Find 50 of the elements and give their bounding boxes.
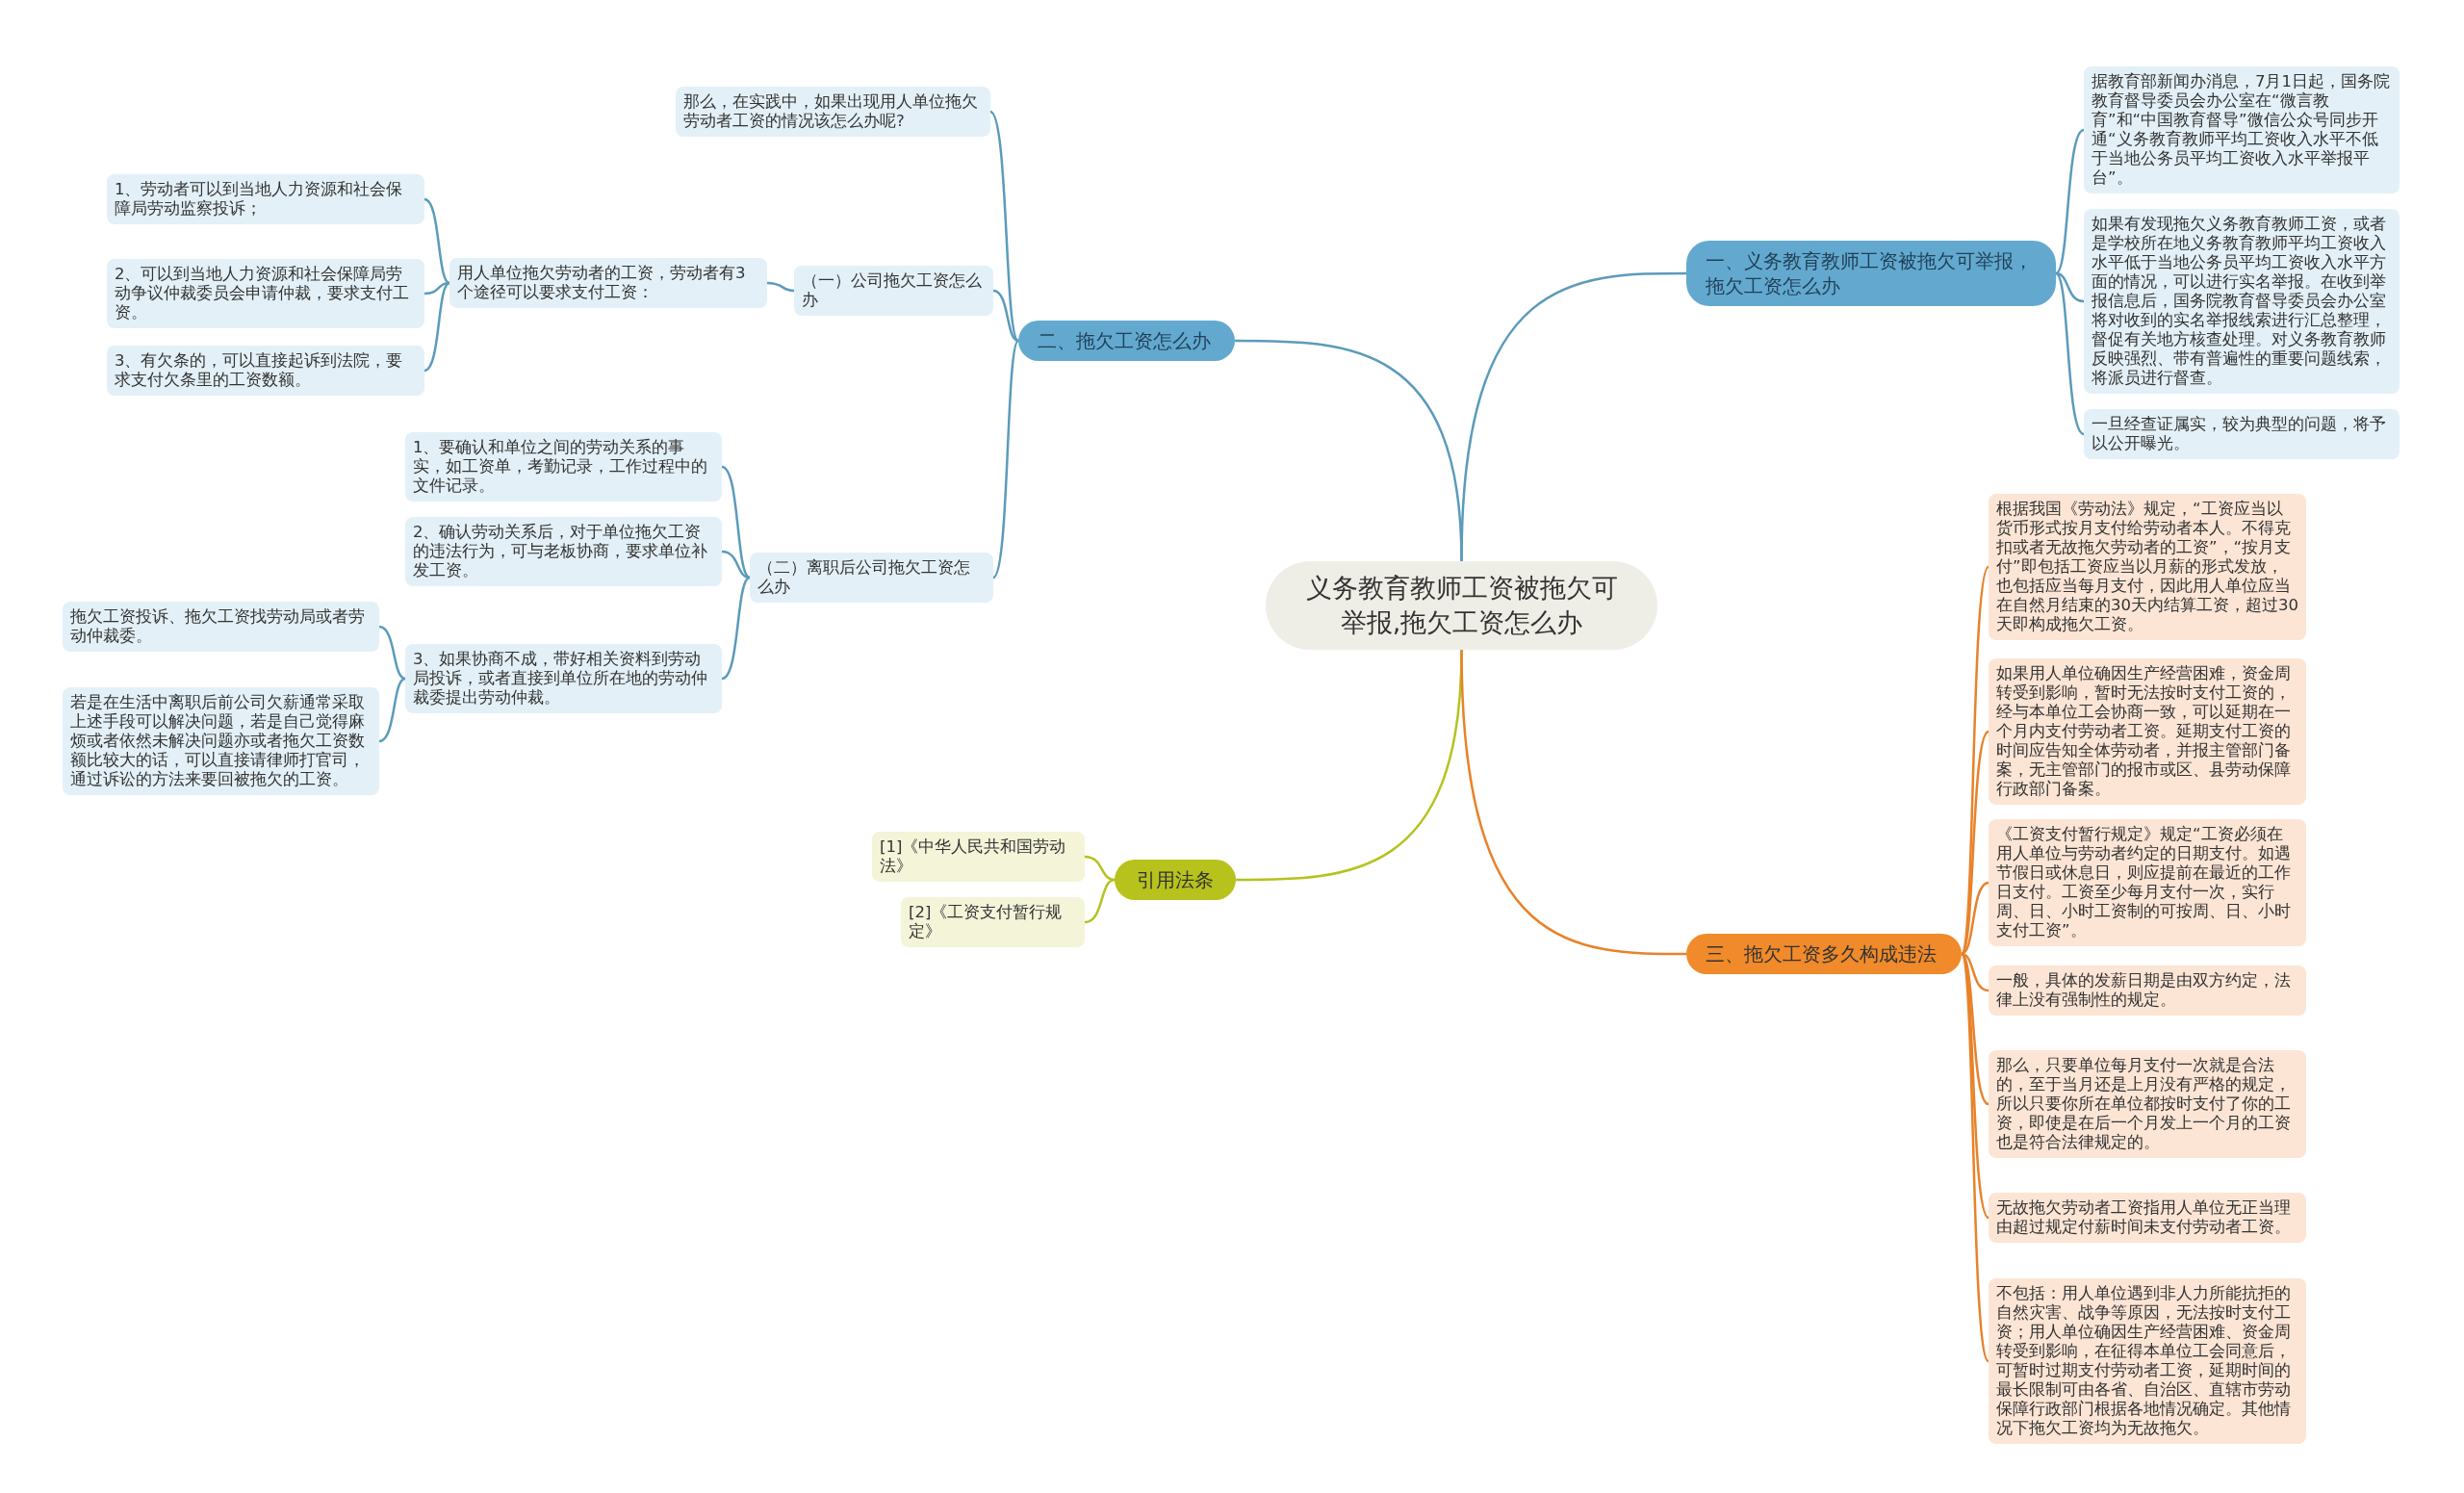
text-box: [2]《工资支付暂行规定》: [901, 897, 1085, 947]
connector-line: [424, 197, 450, 285]
text-box: 1、劳动者可以到当地人力资源和社会保障局劳动监察投诉；: [107, 174, 424, 224]
connector-line: [1960, 953, 1990, 1362]
text-box: 如果用人单位确因生产经营困难，资金周转受到影响，暂时无法按时支付工资的，经与本单位工会协商一致，可以延期在一个月内支付劳动者工资。延期支付工资的时间应告知全体劳动者，并报主管部门备案，无主管部门的报市或区、县劳动保障行政部门备案。: [1989, 658, 2306, 805]
branch-topic: 引用法条: [1115, 860, 1236, 900]
connector-line: [721, 576, 751, 681]
connector-line: [992, 340, 1020, 579]
text-box: 一般，具体的发薪日期是由双方约定，法律上没有强制性的规定。: [1989, 965, 2306, 1016]
connector-line: [2055, 271, 2085, 303]
connector-line: [989, 111, 1020, 342]
branch-topic: 二、拖欠工资怎么办: [1018, 321, 1235, 361]
connector-line: [1084, 878, 1116, 924]
connector-line: [1235, 339, 1463, 562]
text-box: 那么，只要单位每月支付一次就是合法的，至于当月还是上月没有严格的规定，所以只要你所在单位都按时支付了你的工资，即使是在后一个月发上一个月的工资也是符合法律规定的。: [1989, 1050, 2306, 1158]
text-box: 根据我国《劳动法》规定，“工资应当以货币形式按月支付给劳动者本人。不得克扣或者无故拖欠劳动者的工资”，“按月支付”即包括工资应当以月薪的形式发放，也包括应当每月支付，因此用人单位应当在自然月结束的30天内结算工资，超过30天即构成拖欠工资。: [1989, 494, 2306, 640]
text-box: 不包括：用人单位遇到非人力所能抗拒的自然灾害、战争等原因，无法按时支付工资；用人单位确因生产经营困难、资金周转受到影响，在征得本单位工会同意后，可暂时过期支付劳动者工资，延期时间的最长限制可由各省、自治区、直辖市劳动保障行政部门根据各地情况确定。其他情况下拖欠工资均为无故拖欠。: [1989, 1278, 2306, 1444]
connector-line: [1460, 649, 1686, 956]
text-box: （一）公司拖欠工资怎么办: [794, 266, 993, 316]
text-box: 如果有发现拖欠义务教育教师工资，或者是学校所在地义务教育教师平均工资收入水平低于当地公务员平均工资收入水平方面的情况，可以进行实名举报。在收到举报信息后，国务院教育督导委员会办公室将对收到的实名举报线索进行汇总整理，督促有关地方核查处理。对义务教育教师反映强烈、带有普遍性的重要问题线索，将派员进行督查。: [2084, 209, 2400, 394]
connector-line: [378, 625, 406, 681]
connector-line: [1084, 855, 1116, 882]
text-box: 据教育部新闻办消息，7月1日起，国务院教育督导委员会办公室在“微言教育”和“中国教育督导”微信公众号同步开通“义务教育教师平均工资收入水平不低于当地公务员平均工资收入水平举报平台”。: [2084, 66, 2400, 193]
text-box: （二）离职后公司拖欠工资怎么办: [750, 553, 993, 603]
connector-line: [992, 289, 1019, 343]
connector-line: [721, 550, 751, 579]
connector-line: [378, 677, 406, 743]
branch-topic: 三、拖欠工资多久构成违法: [1686, 934, 1962, 974]
text-box: 一旦经查证属实，较为典型的问题，将予以公开曝光。: [2084, 409, 2400, 459]
text-box: 拖欠工资投诉、拖欠工资找劳动局或者劳动仲裁委。: [63, 602, 379, 652]
text-box: 那么，在实践中，如果出现用人单位拖欠劳动者工资的情况该怎么办呢?: [676, 87, 990, 137]
branch-topic: 一、义务教育教师工资被拖欠可举报，拖欠工资怎么办: [1686, 241, 2056, 306]
text-box: 1、要确认和单位之间的劳动关系的事实，如工资单，考勤记录，工作过程中的文件记录。: [405, 432, 722, 502]
text-box: 3、如果协商不成，带好相关资料到劳动局投诉，或者直接到单位所在地的劳动仲裁委提出劳动仲裁。: [405, 644, 722, 713]
connector-line: [1961, 881, 1989, 956]
connector-line: [1961, 952, 1989, 992]
connector-line: [721, 465, 751, 579]
central-topic: 义务教育教师工资被拖欠可举报,拖欠工资怎么办: [1266, 561, 1657, 650]
text-box: 《工资支付暂行规定》规定“工资必须在用人单位与劳动者约定的日期支付。如遇节假日或休息日，则应提前在最近的工作日支付。工资至少每月支付一次，实行周、日、小时工资制的可按周、日、小时支付工资”。: [1989, 819, 2306, 946]
connector-line: [766, 281, 795, 293]
text-box: [1]《中华人民共和国劳动法》: [872, 832, 1085, 882]
connector-line: [424, 281, 450, 373]
text-box: 2、确认劳动关系后，对于单位拖欠工资的违法行为，可与老板协商，要求单位补发工资。: [405, 517, 722, 586]
text-box: 2、可以到当地人力资源和社会保障局劳动争议仲裁委员会申请仲裁，要求支付工资。: [107, 259, 424, 328]
connector-line: [2055, 128, 2085, 274]
text-box: 用人单位拖欠劳动者的工资，劳动者有3个途径可以要求支付工资：: [449, 258, 767, 308]
connector-line: [2055, 272, 2085, 435]
text-box: 若是在生活中离职后前公司欠薪通常采取上述手段可以解决问题，若是自己觉得麻烦或者依然未解决问题亦或者拖欠工资数额比较大的话，可以直接请律师打官司，通过诉讼的方法来要回被拖欠的工资。: [63, 687, 379, 795]
text-box: 3、有欠条的，可以直接起诉到法院，要求支付欠条里的工资数额。: [107, 346, 424, 396]
text-box: 无故拖欠劳动者工资指用人单位无正当理由超过规定付薪时间未支付劳动者工资。: [1989, 1193, 2306, 1243]
